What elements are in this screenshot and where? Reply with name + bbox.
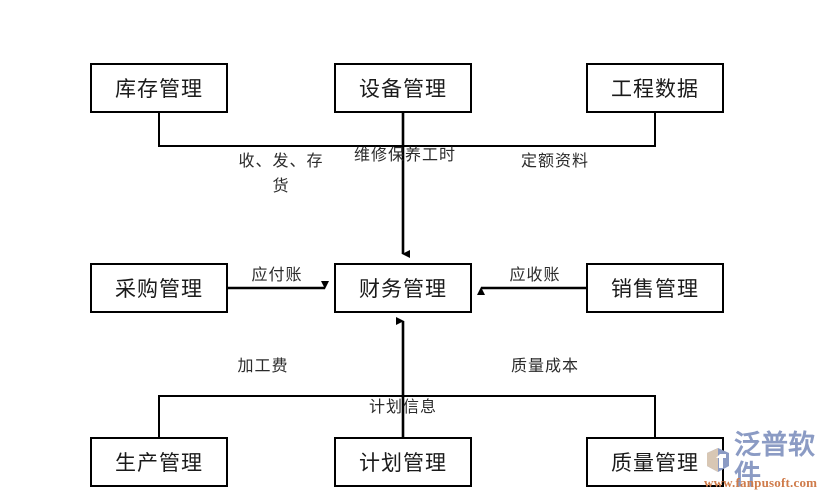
node-engineering-data[interactable]: 工程数据 (586, 63, 724, 113)
node-finance-label: 财务管理 (359, 277, 447, 301)
edge-label-accounts-payable: 应付账 (251, 267, 303, 284)
node-inventory[interactable]: 库存管理 (90, 63, 228, 113)
edge-label-processing-fee: 加工费 (237, 358, 289, 375)
node-finance[interactable]: 财务管理 (334, 263, 472, 313)
node-production[interactable]: 生产管理 (90, 437, 228, 487)
node-sales[interactable]: 销售管理 (586, 263, 724, 313)
node-production-label: 生产管理 (115, 451, 203, 475)
node-inventory-label: 库存管理 (115, 77, 203, 101)
node-sales-label: 销售管理 (611, 277, 699, 301)
edge-label-plan-info: 计划信息 (368, 399, 437, 416)
edge-label-quota-data: 定额资料 (520, 153, 589, 170)
node-engineering-data-label: 工程数据 (611, 77, 699, 101)
node-purchasing-label: 采购管理 (115, 277, 203, 301)
edge-label-accounts-receivable: 应收账 (509, 267, 561, 284)
node-quality-label: 质量管理 (611, 451, 699, 475)
edge-label-quality-cost: 质量成本 (510, 358, 579, 375)
node-planning[interactable]: 计划管理 (334, 437, 472, 487)
node-equipment[interactable]: 设备管理 (334, 63, 472, 113)
node-equipment-label: 设备管理 (359, 77, 447, 101)
node-quality[interactable]: 质量管理 (586, 437, 724, 487)
node-planning-label: 计划管理 (359, 451, 447, 475)
node-purchasing[interactable]: 采购管理 (90, 263, 228, 313)
edge-label-receive-issue-stock: 收、发、存 货 (238, 153, 324, 195)
edge-label-maintenance-hours: 维修保养工时 (353, 147, 456, 164)
